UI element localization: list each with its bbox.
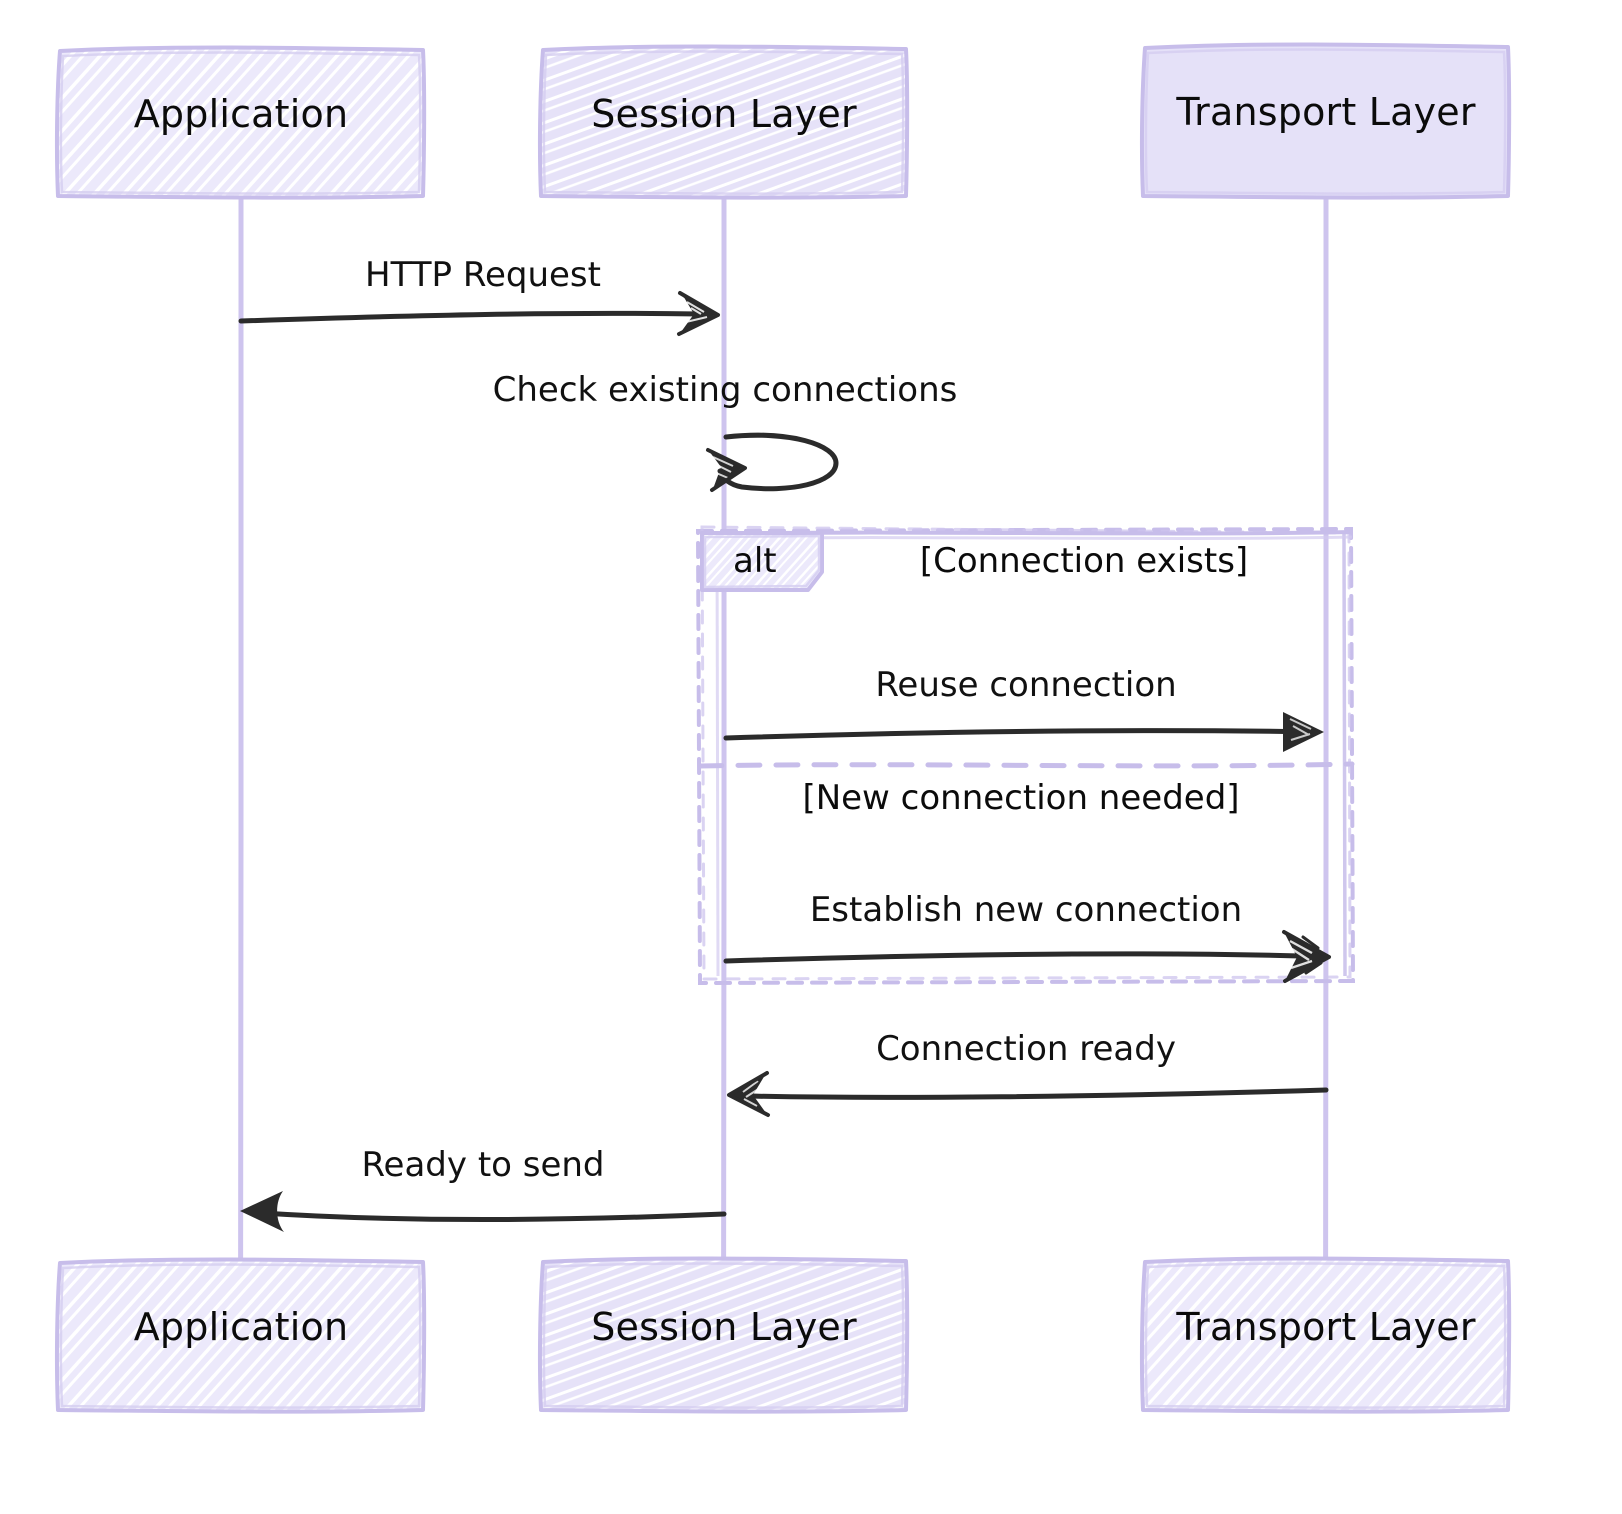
participant-label-application-top: Application [133,92,349,136]
alt-branch-condition-new-connection-needed: [New connection needed] [802,778,1240,818]
message-label-connection-ready: Connection ready [876,1029,1176,1069]
alt-keyword-label: alt [733,541,777,581]
participant-label-transport-layer-top: Transport Layer [1176,90,1476,134]
message-label-check-existing-connections: Check existing connections [492,370,958,410]
participant-box-application-top[interactable] [54,45,427,200]
participant-label-application-bottom: Application [133,1305,349,1349]
message-label-ready-to-send: Ready to send [361,1145,605,1185]
participant-box-transport-layer-bottom[interactable] [1139,1256,1512,1414]
message-arrow-reuse-connection [723,712,1324,752]
message-label-http-request: HTTP Request [365,255,601,295]
participant-label-session-layer-bottom: Session Layer [591,1305,857,1349]
message-arrow-establish-new-connection [723,930,1331,983]
participant-label-session-layer-top: Session Layer [591,92,857,136]
message-arrow-check-existing-connections [706,432,839,492]
message-arrow-connection-ready [727,1071,1329,1117]
alt-block-frame [695,525,1356,986]
message-label-reuse-connection: Reuse connection [875,665,1177,705]
participant-label-transport-layer-bottom: Transport Layer [1176,1305,1476,1349]
message-label-establish-new-connection: Establish new connection [809,890,1243,930]
participant-box-session-layer-top[interactable] [537,44,910,200]
message-arrow-ready-to-send [240,1191,727,1232]
participant-box-application-bottom[interactable] [54,1257,427,1414]
participant-box-transport-layer-top[interactable] [1139,42,1512,200]
lifelines [238,196,1329,1273]
alt-keyword-tab [700,531,824,592]
message-arrow-http-request [238,291,720,336]
alt-branch-condition-connection-exists: [Connection exists] [919,541,1249,581]
participant-box-session-layer-bottom[interactable] [537,1256,910,1414]
